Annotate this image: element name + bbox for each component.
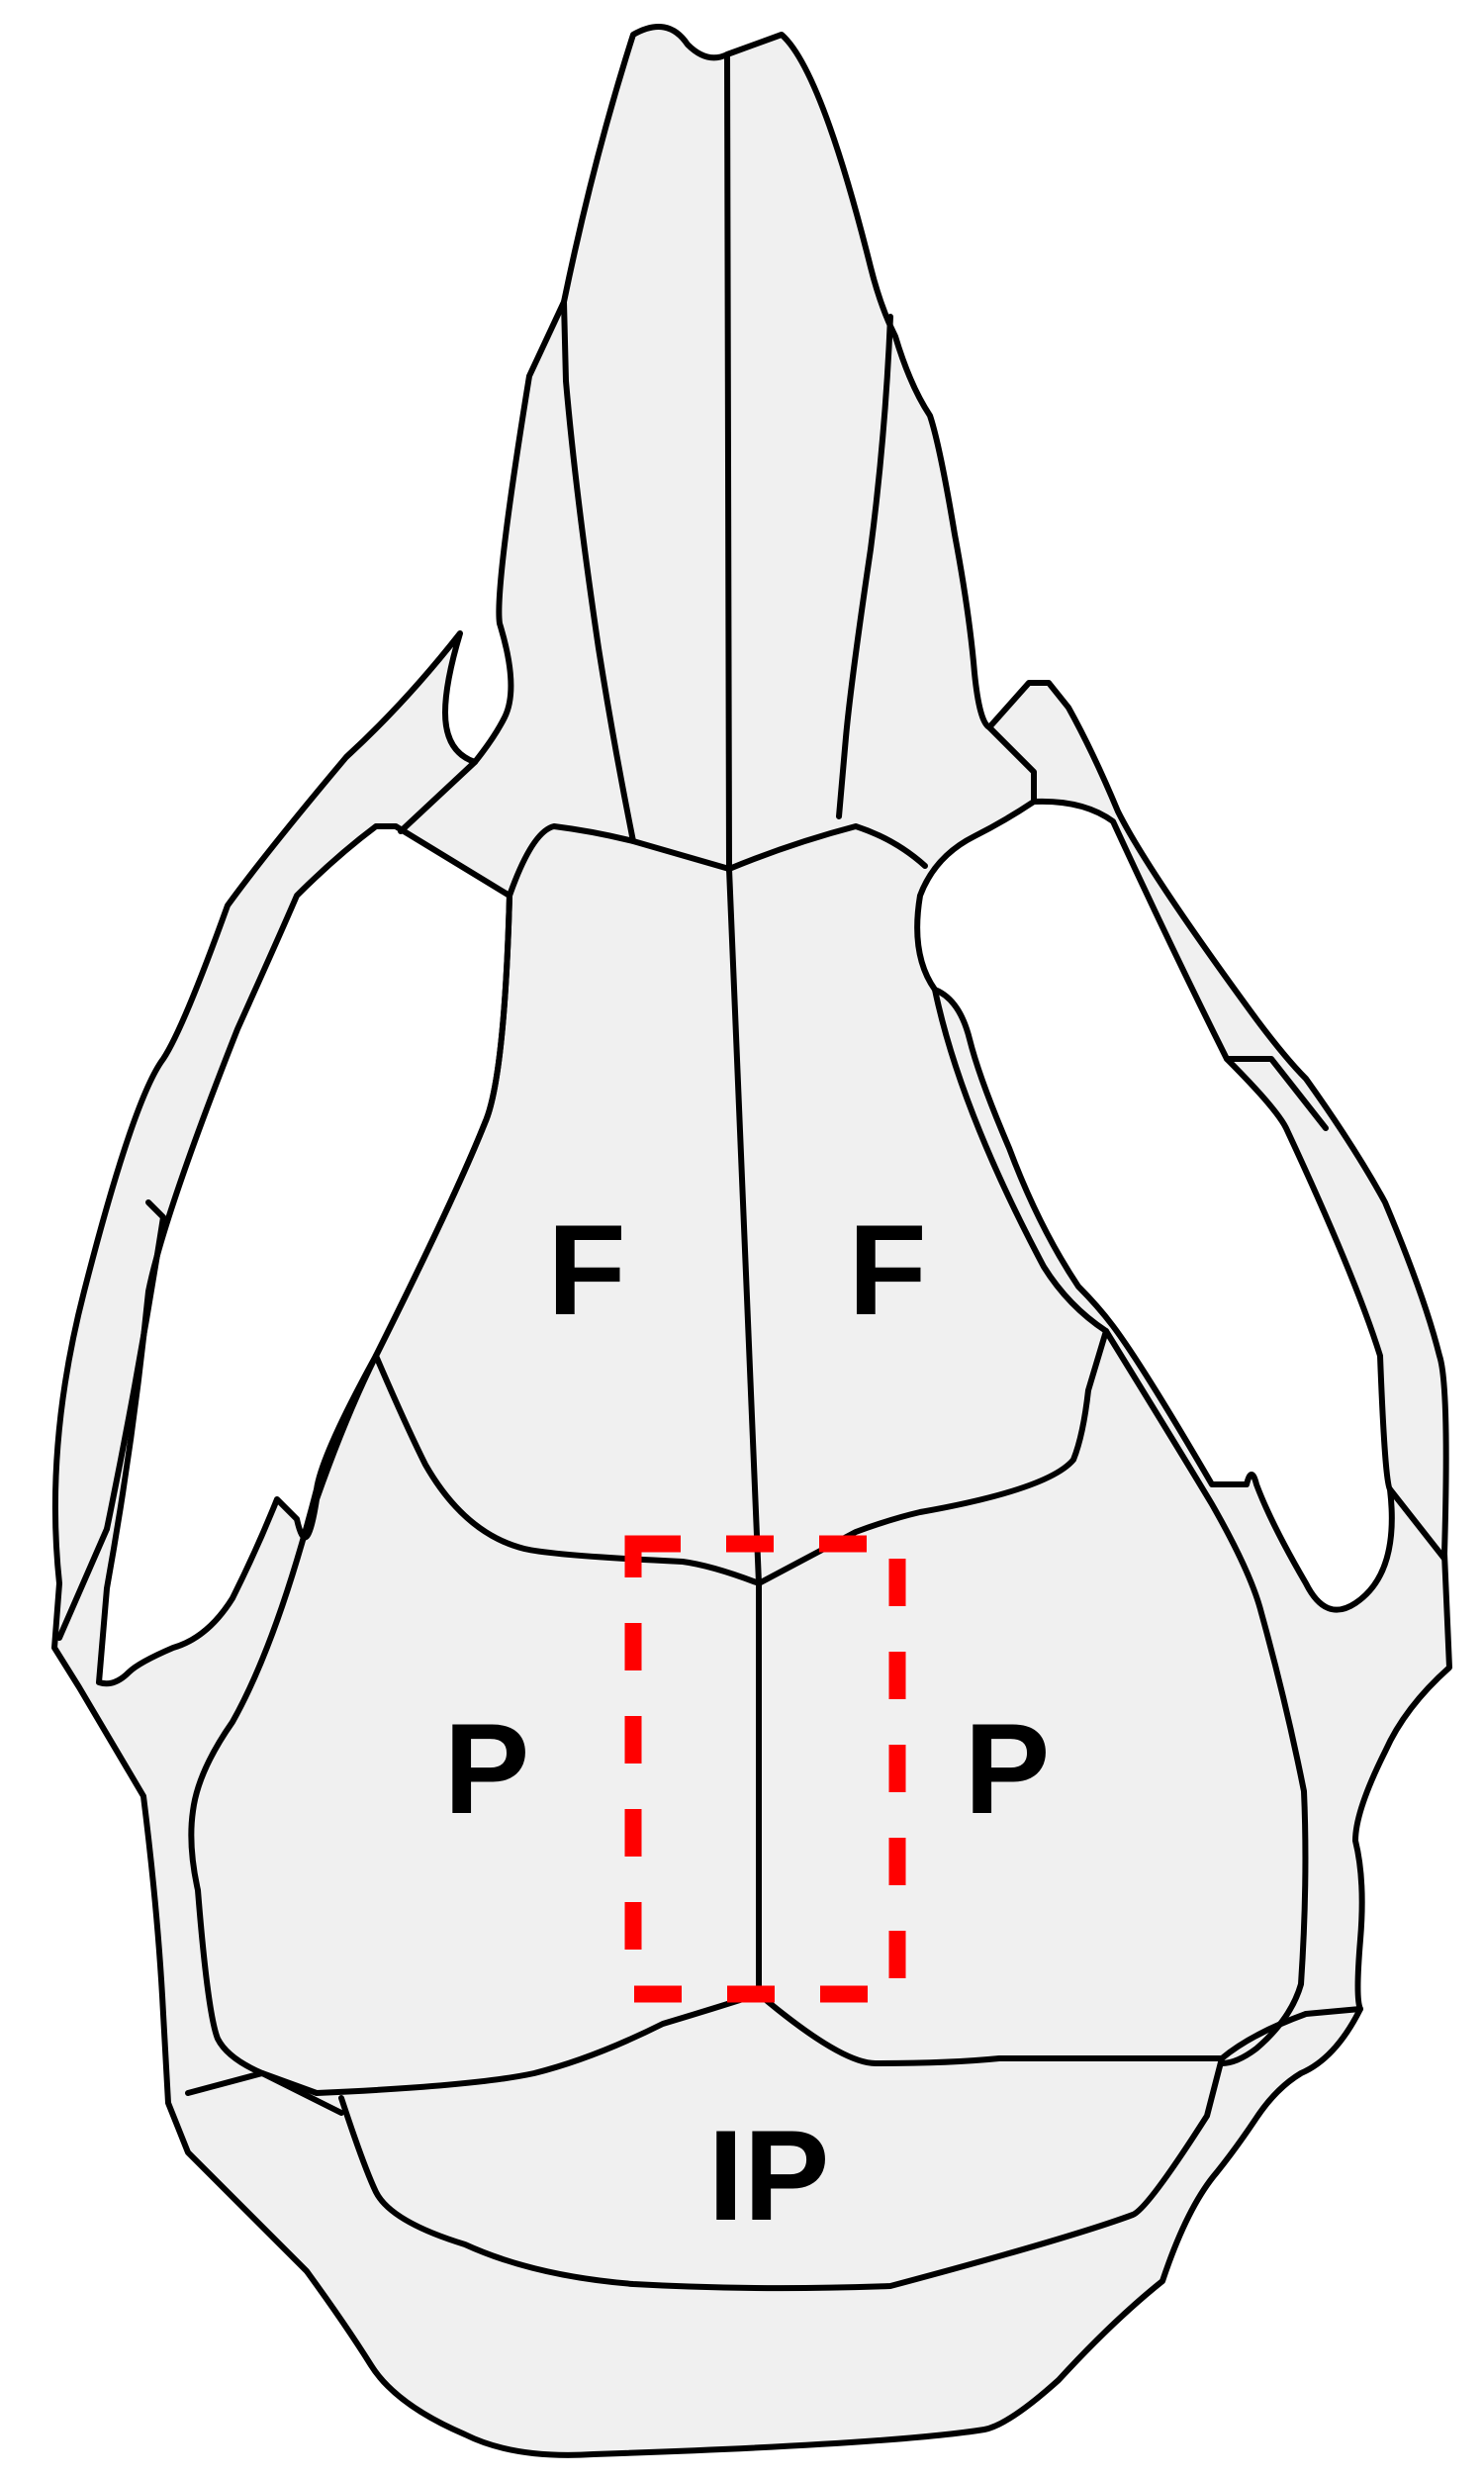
right-zygoma-line (1224, 1056, 1329, 1131)
left-frontal-edge (373, 893, 512, 1359)
frontal-midline-suture (726, 866, 762, 1586)
interparietal-lower-edge (338, 2055, 1225, 2292)
right-jugal-line (1387, 1486, 1447, 1562)
left-nasal-suture (561, 299, 636, 844)
nasal-suture (724, 51, 732, 874)
right-occipital-line (1219, 2006, 1363, 2061)
right-maxilla-line (986, 724, 1037, 805)
left-maxilla-line (398, 759, 478, 834)
left-occipital-line (185, 2070, 344, 2116)
skull-outline (51, 24, 1452, 2458)
right-nasal-suture (836, 314, 893, 819)
coronal-suture (373, 1328, 1109, 1586)
left-parietal-edge (188, 1353, 379, 2076)
parietal-left-label: P (444, 1696, 530, 1841)
parietal-right-label: P (965, 1696, 1051, 1841)
frontal-right-label: F (848, 1197, 926, 1342)
left-jugal-line (56, 1526, 110, 1641)
frontal-left-label: F (547, 1197, 625, 1342)
sutures (56, 51, 1447, 2292)
right-frontal-edge (932, 987, 1109, 1334)
left-zygoma-line (104, 1199, 166, 1532)
lambdoid-suture (259, 1991, 1225, 2096)
interparietal-label: IP (708, 2103, 830, 2247)
region-of-interest-box (624, 1535, 906, 2003)
